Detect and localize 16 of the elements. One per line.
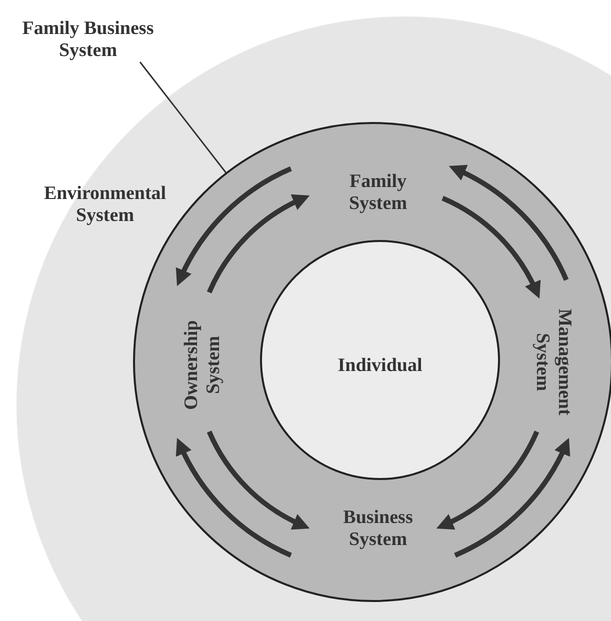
system-label: Management System — [531, 297, 575, 427]
system-label: Family System — [323, 171, 433, 215]
curved-arrow — [441, 196, 540, 298]
system-label: Family Business System — [3, 18, 173, 62]
curved-arrow — [449, 166, 569, 282]
leader-line — [139, 62, 226, 173]
curved-arrow — [454, 438, 570, 558]
curved-arrow — [176, 166, 292, 286]
system-label: Ownership System — [181, 300, 225, 430]
node-label: Environmental System — [42, 183, 168, 227]
system-label: Business System — [323, 507, 433, 551]
curved-arrow — [206, 195, 310, 294]
node-label: Individual — [336, 355, 424, 377]
curved-arrow — [206, 430, 310, 529]
curved-arrow — [176, 438, 292, 558]
curved-arrow — [436, 430, 540, 529]
